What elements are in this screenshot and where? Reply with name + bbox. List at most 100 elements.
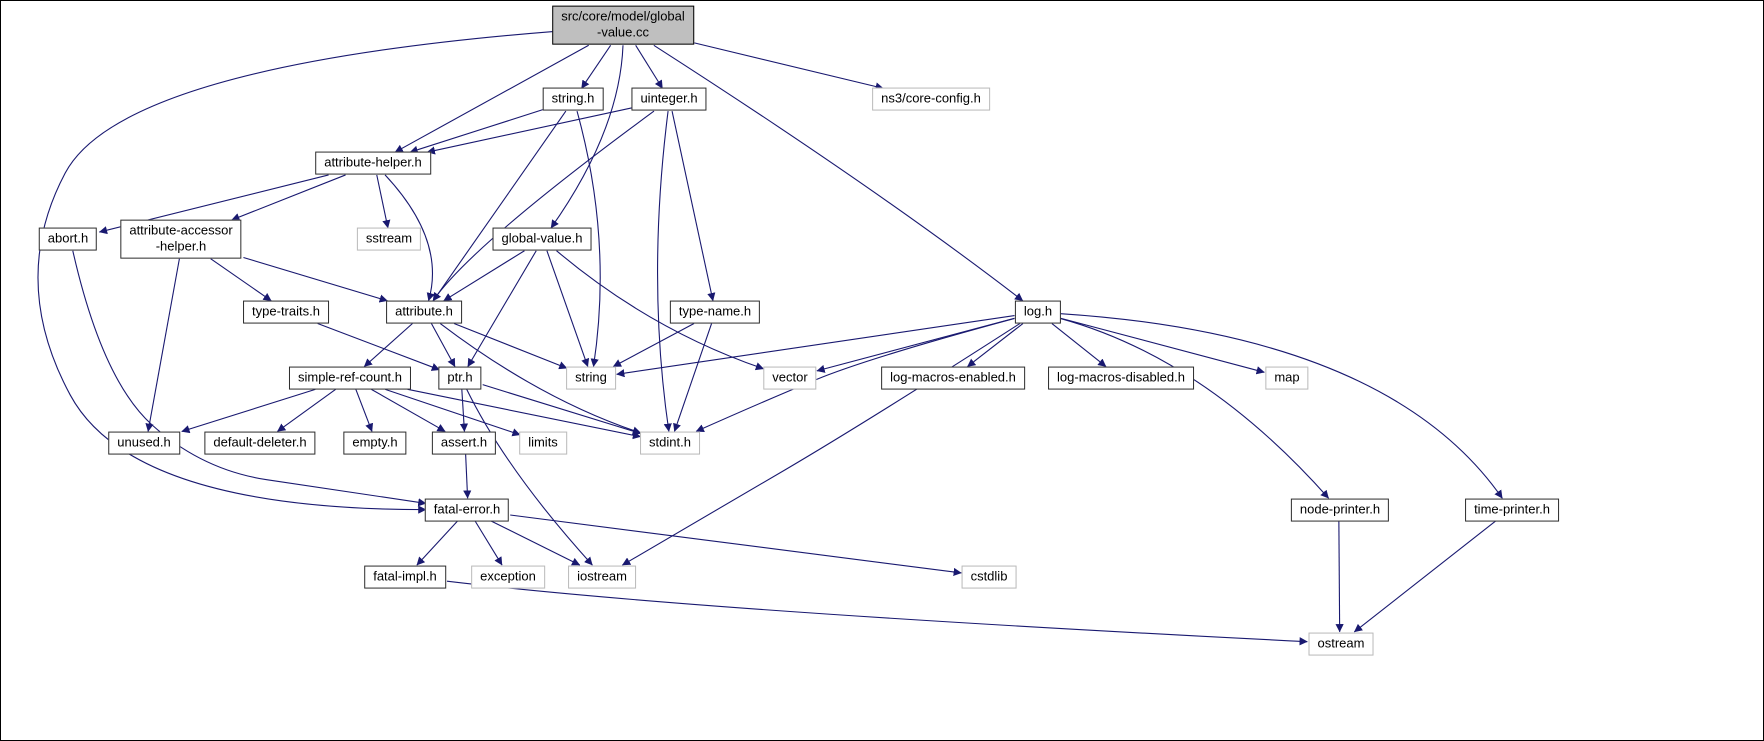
edge-global-value-cc-to-core-config-h — [694, 42, 884, 91]
node-simple-ref-count-h[interactable]: simple-ref-count.h — [288, 366, 412, 390]
edge-uinteger-h-to-attribute-h — [432, 110, 655, 302]
node-label: src/core/model/global -value.cc — [561, 8, 685, 40]
node-log-macros-disabled-h[interactable]: log-macros-disabled.h — [1048, 366, 1194, 390]
edge-type-name-h-to-string — [612, 323, 695, 368]
edge-log-h-to-log-macros-enabled-h — [967, 323, 1024, 368]
node-label: log-macros-disabled.h — [1057, 369, 1185, 385]
node-node-printer-h[interactable]: node-printer.h — [1290, 498, 1390, 522]
edge-log-h-to-time-printer-h — [1060, 313, 1503, 499]
edge-type-traits-h-to-ptr-h — [317, 323, 440, 371]
edge-attribute-accessor-helper-h-to-attribute-h — [243, 256, 388, 303]
node-label: limits — [528, 434, 558, 450]
edge-ptr-h-to-iostream — [466, 389, 593, 566]
node-label: attribute-helper.h — [324, 154, 422, 170]
node-log-macros-enabled-h[interactable]: log-macros-enabled.h — [881, 366, 1025, 390]
edge-global-value-cc-to-string-h — [581, 44, 612, 89]
edge-attribute-helper-h-to-sstream — [376, 174, 391, 229]
node-label: attribute.h — [395, 303, 453, 319]
node-label: cstdlib — [970, 568, 1008, 584]
node-label: ostream — [1317, 635, 1365, 651]
node-label: stdint.h — [649, 434, 691, 450]
edge-ptr-h-to-stdint-h — [482, 384, 642, 436]
node-label: time-printer.h — [1474, 501, 1550, 517]
node-global-value-cc: src/core/model/global -value.cc — [552, 5, 694, 45]
node-label: type-name.h — [678, 303, 752, 319]
edge-simple-ref-count-h-to-default-deleter-h — [277, 388, 336, 432]
edge-global-value-cc-to-global-value-h — [550, 45, 624, 229]
edge-global-value-cc-to-uinteger-h — [635, 44, 663, 89]
node-ptr-h[interactable]: ptr.h — [438, 366, 482, 390]
edge-log-h-to-map — [1060, 317, 1265, 375]
edge-attribute-helper-h-to-attribute-accessor-helper-h — [231, 174, 346, 221]
node-string-h[interactable]: string.h — [542, 87, 604, 111]
node-stdint-h: stdint.h — [640, 431, 700, 455]
edge-attribute-h-to-simple-ref-count-h — [363, 323, 413, 368]
node-abort-h[interactable]: abort.h — [38, 227, 98, 251]
node-uinteger-h[interactable]: uinteger.h — [631, 87, 707, 111]
edge-fatal-impl-h-to-ostream — [446, 580, 1308, 646]
edge-ptr-h-to-assert-h — [459, 389, 469, 432]
edge-attribute-h-to-ptr-h — [430, 323, 456, 367]
node-assert-h[interactable]: assert.h — [431, 431, 497, 455]
node-label: type-traits.h — [252, 303, 320, 319]
node-label: sstream — [365, 230, 413, 246]
edge-fatal-error-h-to-cstdlib — [510, 514, 962, 577]
node-label: string — [575, 369, 607, 385]
node-label: ns3/core-config.h — [881, 90, 981, 106]
edge-global-value-h-to-vector — [556, 250, 765, 371]
node-attribute-h[interactable]: attribute.h — [386, 300, 462, 324]
node-label: unused.h — [117, 434, 171, 450]
edge-string-h-to-attribute-h — [432, 110, 567, 302]
edge-global-value-cc-to-log-h — [653, 44, 1024, 302]
node-label: log-macros-enabled.h — [890, 369, 1016, 385]
node-string: string — [566, 366, 616, 390]
node-label: exception — [480, 568, 536, 584]
node-label: simple-ref-count.h — [297, 369, 403, 385]
node-global-value-h[interactable]: global-value.h — [492, 227, 592, 251]
node-label: ptr.h — [447, 369, 473, 385]
edge-attribute-helper-h-to-attribute-h — [384, 174, 435, 302]
node-unused-h[interactable]: unused.h — [108, 431, 180, 455]
edge-attribute-accessor-helper-h-to-type-traits-h — [210, 258, 272, 302]
edge-global-value-h-to-string — [546, 250, 590, 367]
node-core-config-h: ns3/core-config.h — [872, 87, 990, 111]
edge-attribute-accessor-helper-h-to-unused-h — [145, 258, 180, 432]
edge-string-h-to-string — [576, 110, 601, 368]
edge-global-value-cc-to-attribute-helper-h — [394, 44, 589, 153]
node-label: fatal-impl.h — [373, 568, 437, 584]
node-attribute-accessor-helper-h[interactable]: attribute-accessor -helper.h — [120, 219, 242, 259]
node-ostream: ostream — [1308, 632, 1374, 656]
edge-abort-h-to-fatal-error-h — [72, 250, 427, 507]
node-label: default-deleter.h — [213, 434, 307, 450]
edge-assert-h-to-fatal-error-h — [463, 454, 472, 499]
node-fatal-impl-h[interactable]: fatal-impl.h — [364, 565, 446, 589]
edge-simple-ref-count-h-to-assert-h — [371, 388, 446, 432]
edge-node-printer-h-to-ostream — [1335, 520, 1344, 633]
edge-type-name-h-to-stdint-h — [673, 323, 713, 432]
node-label: vector — [772, 369, 808, 385]
node-map: map — [1265, 366, 1309, 390]
node-type-name-h[interactable]: type-name.h — [669, 300, 761, 324]
edge-log-h-to-log-macros-disabled-h — [1051, 323, 1107, 368]
node-label: uinteger.h — [640, 90, 698, 106]
node-type-traits-h[interactable]: type-traits.h — [243, 300, 329, 324]
node-cstdlib: cstdlib — [961, 565, 1017, 589]
node-empty-h[interactable]: empty.h — [343, 431, 407, 455]
edge-global-value-h-to-ptr-h — [467, 250, 537, 367]
node-label: assert.h — [440, 434, 488, 450]
node-log-h[interactable]: log.h — [1014, 300, 1062, 324]
node-label: abort.h — [47, 230, 89, 246]
node-default-deleter-h[interactable]: default-deleter.h — [204, 431, 316, 455]
node-attribute-helper-h[interactable]: attribute-helper.h — [315, 151, 431, 175]
node-vector: vector — [763, 366, 817, 390]
node-fatal-error-h[interactable]: fatal-error.h — [424, 498, 510, 522]
node-label: iostream — [577, 568, 627, 584]
edge-simple-ref-count-h-to-empty-h — [355, 389, 374, 432]
edge-uinteger-h-to-stdint-h — [657, 111, 672, 432]
node-exception: exception — [471, 565, 545, 589]
node-time-printer-h[interactable]: time-printer.h — [1465, 498, 1559, 522]
node-label: map — [1274, 369, 1300, 385]
edge-log-h-to-node-printer-h — [1060, 318, 1330, 499]
